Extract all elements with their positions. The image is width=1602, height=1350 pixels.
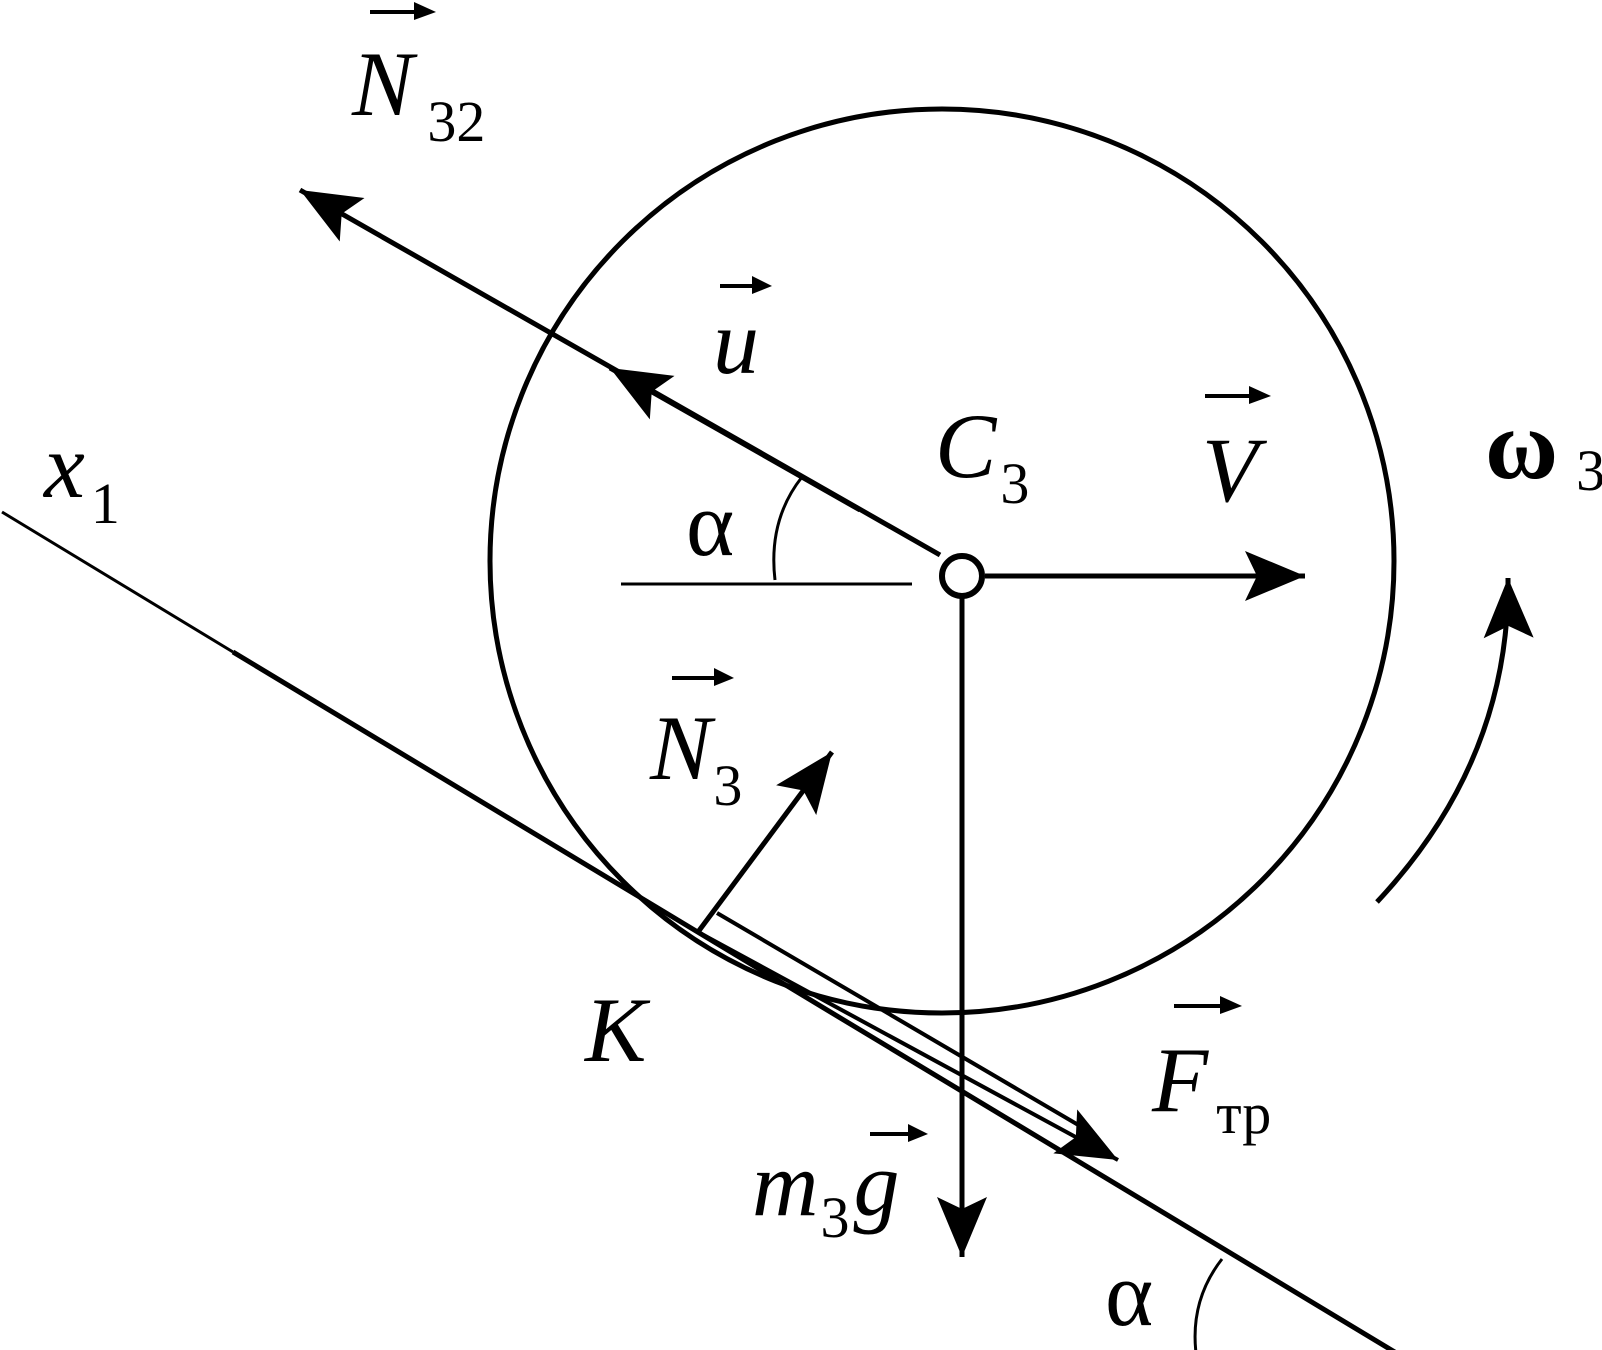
inclined-plane bbox=[231, 649, 1397, 1350]
label-m3g-main2: g bbox=[853, 1133, 900, 1235]
label-ftr-sub: тр bbox=[1216, 1081, 1272, 1146]
x1-axis-line bbox=[1, 510, 234, 654]
label-n32-main: N bbox=[352, 33, 414, 135]
n3-vector-bar bbox=[672, 668, 734, 686]
label-n3-main: N bbox=[650, 697, 712, 799]
n32-vector-bar bbox=[370, 2, 436, 20]
label-c3-main: C bbox=[935, 395, 997, 497]
omega3-rotation-arrow bbox=[1375, 577, 1534, 904]
label-omega3-sub: 3 bbox=[1576, 438, 1602, 503]
label-n3-sub: 3 bbox=[713, 753, 743, 818]
alpha-arc-top bbox=[772, 476, 804, 581]
v-vector-bar bbox=[1205, 386, 1271, 404]
label-alpha-top: α bbox=[686, 473, 735, 575]
friction-force-line-outer bbox=[715, 911, 1094, 1135]
label-u: u bbox=[713, 296, 759, 388]
label-m3g: m3g bbox=[752, 1138, 899, 1247]
u-vector-bar bbox=[720, 276, 772, 294]
u-velocity-arrow bbox=[608, 365, 862, 513]
g-vector-bar bbox=[870, 1124, 928, 1142]
label-c3-sub: 3 bbox=[1000, 451, 1030, 516]
label-n32-sub: 32 bbox=[427, 89, 486, 154]
label-v: V bbox=[1202, 424, 1258, 516]
label-n3: N3 bbox=[650, 702, 742, 815]
label-c3: C3 bbox=[935, 400, 1029, 513]
wheel-circle bbox=[487, 106, 1397, 1016]
label-m3g-main: m bbox=[752, 1133, 819, 1235]
label-alpha-bottom: α bbox=[1105, 1243, 1154, 1345]
label-ftr-main: F bbox=[1152, 1029, 1209, 1131]
ftr-vector-bar bbox=[1174, 996, 1242, 1014]
n3-normal-force-arrow bbox=[695, 750, 835, 934]
label-v-main: V bbox=[1202, 419, 1259, 521]
label-u-main: u bbox=[713, 291, 759, 393]
alpha-arc-bottom bbox=[1193, 1258, 1224, 1350]
label-x1-main: x bbox=[44, 415, 85, 517]
label-k: K bbox=[585, 979, 647, 1081]
label-x1-sub: 1 bbox=[90, 471, 120, 536]
friction-force-arrow bbox=[697, 930, 1119, 1162]
label-omega3-main: ω bbox=[1485, 389, 1559, 500]
center-hinge bbox=[939, 553, 985, 599]
label-m3g-sub: 3 bbox=[820, 1185, 850, 1250]
